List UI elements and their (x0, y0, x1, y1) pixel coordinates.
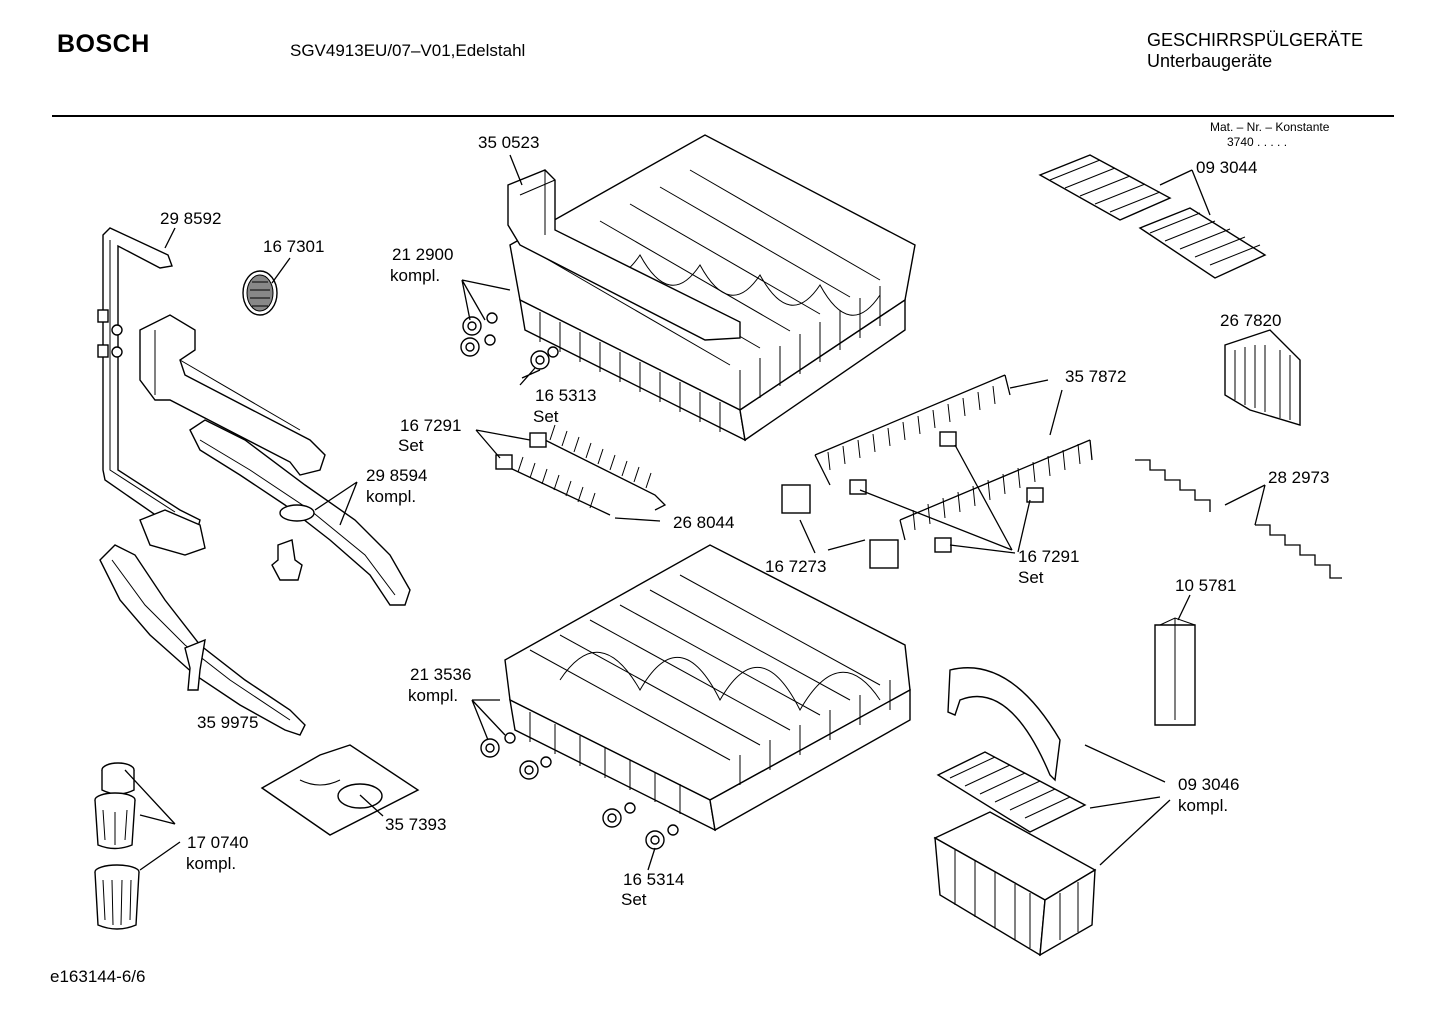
category-subtitle: Unterbaugeräte (1147, 51, 1273, 71)
filter-set-drawing (94, 762, 140, 930)
upper-basket-wheels-drawing (460, 312, 559, 370)
cup-shelf-drawing (495, 424, 667, 516)
part-label-282973: 28 2973 (1268, 468, 1329, 487)
brand-logo: BOSCH (57, 30, 150, 58)
part-label-165314: 16 5314 (623, 870, 684, 889)
lower-basket-wheels-drawing (480, 732, 679, 850)
part-label-357872: 35 7872 (1065, 367, 1126, 386)
part-label-350523: 35 0523 (478, 133, 539, 152)
part-label-267820: 26 7820 (1220, 311, 1281, 330)
lower-basket-drawing (504, 544, 911, 832)
part-label-212900-suffix: kompl. (390, 266, 440, 285)
part-label-212900: 21 2900 (392, 245, 453, 264)
part-label-357393: 35 7393 (385, 815, 446, 834)
part-label-213536-suffix: kompl. (408, 686, 458, 705)
part-label-165314-suffix: Set (621, 890, 647, 909)
insert-grids-drawing (1038, 154, 1267, 279)
part-label-165313: 16 5313 (535, 386, 596, 405)
material-note-value: 3740 . . . . . (1227, 135, 1288, 149)
part-label-167291a: 16 7291 (400, 416, 461, 435)
cutlery-column-drawing (1154, 617, 1196, 726)
filter-disc-drawing (242, 270, 278, 316)
part-label-298592: 29 8592 (160, 209, 221, 228)
document-id: e163144-6/6 (50, 967, 146, 986)
header-divider (52, 115, 1394, 117)
part-label-170740: 17 0740 (187, 833, 248, 852)
rack-tines-drawing (781, 374, 1093, 569)
part-label-167273: 16 7273 (765, 557, 826, 576)
part-label-213536: 21 3536 (410, 665, 471, 684)
cutlery-basket-drawing (933, 667, 1097, 957)
lower-spray-arm-drawing (99, 544, 306, 736)
part-label-268044: 26 8044 (673, 513, 734, 532)
part-label-170740-suffix: kompl. (186, 854, 236, 873)
sump-cover-plate-drawing (260, 744, 420, 836)
stair-racks-drawing (1135, 459, 1342, 579)
part-labels: 35 0523 29 8592 16 7301 21 2900 kompl. 1… (160, 133, 1329, 909)
part-label-105781: 10 5781 (1175, 576, 1236, 595)
part-label-298594-suffix: kompl. (366, 487, 416, 506)
category-title: GESCHIRRSPÜLGERÄTE (1147, 30, 1364, 50)
part-label-359975: 35 9975 (197, 713, 258, 732)
part-label-167301: 16 7301 (263, 237, 324, 256)
material-note-label: Mat. – Nr. – Konstante (1210, 120, 1330, 134)
supply-tube-drawing (97, 227, 206, 556)
leader-lines (124, 154, 1266, 871)
part-label-167291b: 16 7291 (1018, 547, 1079, 566)
part-label-093044: 09 3044 (1196, 158, 1257, 177)
part-label-167291a-suffix: Set (398, 436, 424, 455)
part-label-298594: 29 8594 (366, 466, 427, 485)
part-label-165313-suffix: Set (533, 407, 559, 426)
part-label-167291b-suffix: Set (1018, 568, 1044, 587)
upper-basket-drawing (507, 134, 916, 442)
cutlery-insert-drawing (1224, 329, 1301, 426)
part-label-093046: 09 3046 (1178, 775, 1239, 794)
part-label-093046-suffix: kompl. (1178, 796, 1228, 815)
upper-spray-arm-drawing (139, 314, 411, 606)
model-number: SGV4913EU/07–V01,Edelstahl (290, 41, 526, 60)
